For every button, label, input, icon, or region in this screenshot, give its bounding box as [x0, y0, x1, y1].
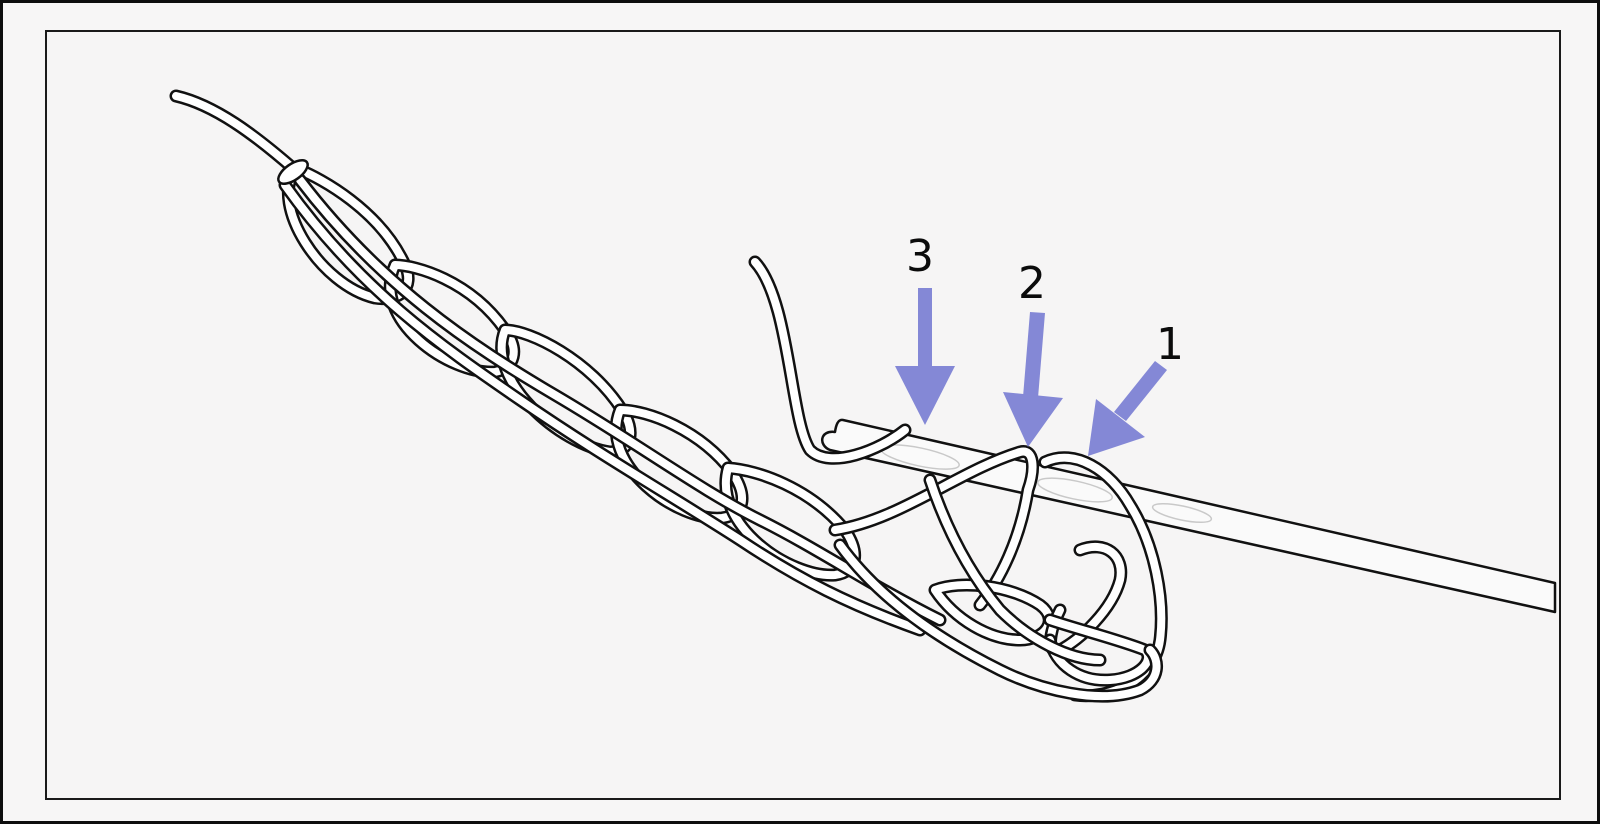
- stitch-loop-base-core: [836, 541, 1161, 701]
- arrow-1: [1088, 361, 1167, 456]
- working-strand-b-core: [281, 181, 924, 634]
- arrow-shaft: [1023, 312, 1045, 398]
- hook-loop-2: [828, 445, 1039, 612]
- yarn-tail-end-core: [172, 92, 299, 174]
- yarn-chain: [169, 89, 1168, 703]
- hook-loop-3: [748, 255, 912, 465]
- hook-highlight: [1151, 502, 1213, 524]
- working-strand-a: [293, 173, 947, 627]
- yarn-tail-end: [169, 89, 302, 177]
- working-strand-b-outline: [278, 178, 927, 637]
- hook-loop-1-core: [1041, 453, 1166, 700]
- stitch-loop-base: [833, 538, 1163, 703]
- arrow-2: [1003, 312, 1063, 447]
- working-strand-b: [278, 178, 927, 637]
- arrow-shaft: [918, 288, 932, 368]
- arrowhead: [1003, 392, 1063, 447]
- hook-loop-2-core: [831, 447, 1037, 609]
- stitch-loop-back: [923, 473, 1107, 667]
- stitch-loop-back-core: [926, 476, 1104, 664]
- callout-label-1: 1: [1156, 319, 1184, 370]
- hook-highlight: [1037, 477, 1113, 503]
- arrow-shaft: [1114, 361, 1167, 421]
- callout-label-3: 3: [906, 231, 934, 282]
- hook-loop-3-core: [751, 258, 909, 463]
- slip-knot-wrap: [277, 159, 309, 185]
- callout-label-2: 2: [1018, 258, 1046, 309]
- callout-arrows: [895, 288, 1167, 456]
- hook-loop-1: [1038, 451, 1168, 703]
- arrow-3: [895, 288, 955, 425]
- hook-shaft: [821, 418, 1557, 614]
- crochet-hook: [821, 418, 1557, 614]
- stitch-knot-c: [1043, 613, 1155, 687]
- working-strand-a-core: [296, 176, 944, 624]
- arrowhead: [1088, 399, 1145, 456]
- stitch-knot-c-core: [1046, 616, 1153, 685]
- arrowhead: [895, 366, 955, 425]
